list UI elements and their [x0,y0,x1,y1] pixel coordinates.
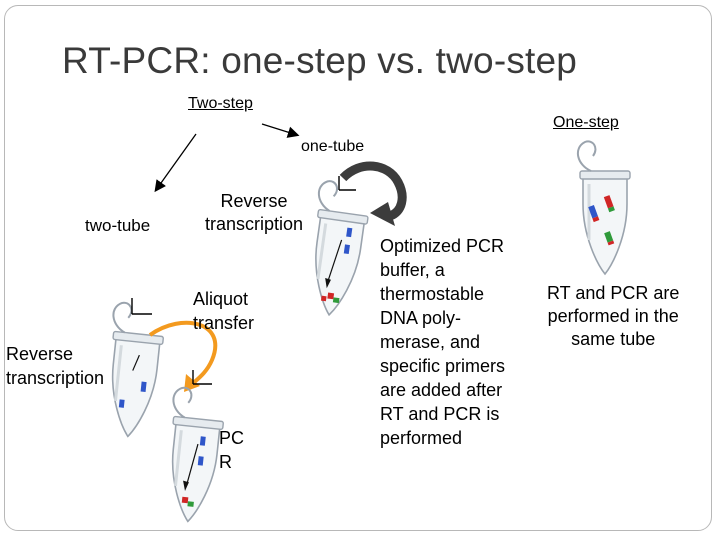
pcr-line: PC [219,428,245,448]
aliquot-line: Aliquot [193,289,249,309]
aliquot-transfer-label: Aliquot transfer [193,287,254,335]
one-tube-tube-icon [300,178,374,320]
pcr-line: R [219,452,232,472]
rt-top-line: Reverse [220,191,288,211]
rt-top-line: transcription [205,214,304,234]
aliquot-line: transfer [193,313,255,333]
rt-left-line: transcription [6,368,105,388]
pcr-label: PC R [219,426,244,474]
transfer-arrow-icon [148,320,218,388]
buffer-line: RT and PCR is [380,404,500,424]
buffer-description: Optimized PCR buffer, a thermostable DNA… [380,234,505,450]
one-step-line: performed in the [547,306,679,326]
one-step-description: RT and PCR are performed in the same tub… [547,282,679,351]
buffer-line: merase, and [380,332,481,352]
one-step-tube-icon [576,140,632,276]
buffer-line: DNA poly- [380,308,462,328]
one-step-line: same tube [571,329,656,349]
reverse-transcription-top-label: Reverse transcription [205,190,303,236]
buffer-line: are added after [380,380,503,400]
buffer-line: Optimized PCR [380,236,505,256]
one-step-label: One-step [553,114,619,131]
curved-arrow-icon [339,161,407,221]
slide-title: RT-PCR: one-step vs. two-step [62,40,578,81]
branch-arrow-one-tube [261,123,300,138]
rt-left-line: Reverse [6,344,74,364]
buffer-line: performed [380,428,463,448]
buffer-line: buffer, a [380,260,445,280]
branch-arrow-two-tube [154,133,197,193]
buffer-line: specific primers [380,356,506,376]
slide-frame [4,5,712,531]
two-step-label: Two-step [188,95,253,112]
pcr-tube-icon [159,385,229,526]
reverse-transcription-left-label: Reverse transcription [6,342,104,390]
one-tube-label: one-tube [301,138,365,155]
two-tube-label: two-tube [85,216,151,235]
buffer-line: thermostable [380,284,485,304]
one-step-line: RT and PCR are [547,283,680,303]
rt-tube-icon [99,300,169,441]
